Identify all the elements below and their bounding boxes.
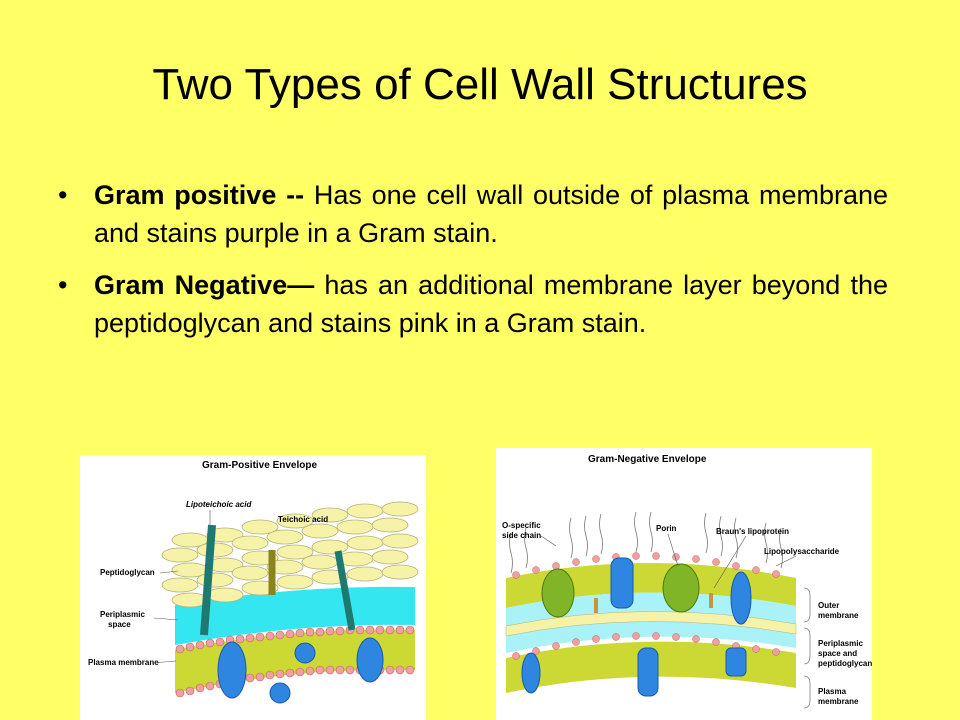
bullet-gram-negative: • Gram Negative— has an additional membr… xyxy=(58,266,888,342)
membrane-proteins xyxy=(521,557,752,697)
peptidoglycan-layer xyxy=(505,611,797,637)
gram-negative-diagram: Gram-Negative Envelope xyxy=(496,448,872,720)
label-outer-membrane: membrane xyxy=(818,611,859,620)
bullet-list: • Gram positive -- Has one cell wall out… xyxy=(58,176,888,356)
label-outer: Outer xyxy=(818,601,839,610)
bullet-gram-positive: • Gram positive -- Has one cell wall out… xyxy=(58,176,888,252)
bullet-term: Gram positive -- xyxy=(94,180,305,210)
bullet-text: Has one cell wall outside of plasma memb… xyxy=(94,180,889,248)
lps-chains xyxy=(509,511,783,574)
bullet-term: Gram Negative— xyxy=(94,270,315,300)
label-plasma-membrane: Plasma membrane xyxy=(88,658,159,667)
gram-negative-svg: Gram-Negative Envelope xyxy=(502,454,872,709)
label-plasma: Plasma xyxy=(818,687,847,696)
label-lipoteichoic-acid: Lipoteichoic acid xyxy=(186,500,252,509)
label-teichoic-acid: Teichoic acid xyxy=(278,515,328,524)
gram-negative-heading: Gram-Negative Envelope xyxy=(588,454,707,465)
bullet-dot: • xyxy=(58,180,68,210)
periplasm-band xyxy=(175,586,415,645)
bullet-dot: • xyxy=(58,270,68,300)
label-porin: Porin xyxy=(656,524,677,533)
label-periplasmic: Periplasmic xyxy=(818,639,863,648)
label-o-specific: O-specific xyxy=(502,521,541,530)
leader-lines-and-brackets xyxy=(540,533,811,709)
outer-membrane xyxy=(506,563,796,608)
slide-title: Two Types of Cell Wall Structures xyxy=(152,60,808,109)
gram-positive-svg: Gram-Positive Envelope xyxy=(88,460,419,704)
label-lipopolysaccharide: Lipopolysaccharide xyxy=(764,547,840,556)
membrane-proteins xyxy=(217,637,384,704)
teichoic-acids xyxy=(200,524,356,636)
brauns-lipoproteins xyxy=(594,593,713,613)
label-space-and: space and xyxy=(818,649,857,658)
label-space: space xyxy=(108,620,131,629)
gram-positive-diagram: Gram-Positive Envelope xyxy=(80,455,426,720)
peptidoglycan-layer xyxy=(161,501,419,608)
label-periplasmic: Periplasmic xyxy=(100,610,145,619)
gram-positive-heading: Gram-Positive Envelope xyxy=(202,460,317,471)
label-side-chain: side chain xyxy=(502,531,541,540)
label-plasma-membrane: membrane xyxy=(818,697,859,706)
label-peptidoglycan: peptidoglycan xyxy=(818,659,872,668)
periplasm-band xyxy=(506,592,796,653)
membrane-heads xyxy=(512,552,780,660)
bullet-text: has an additional membrane layer beyond … xyxy=(94,270,888,338)
label-brauns-lipoprotein: Braun's lipoprotein xyxy=(716,527,789,536)
leader-lines xyxy=(151,510,211,664)
porins xyxy=(541,563,700,618)
label-peptidoglycan: Peptidoglycan xyxy=(100,568,155,577)
